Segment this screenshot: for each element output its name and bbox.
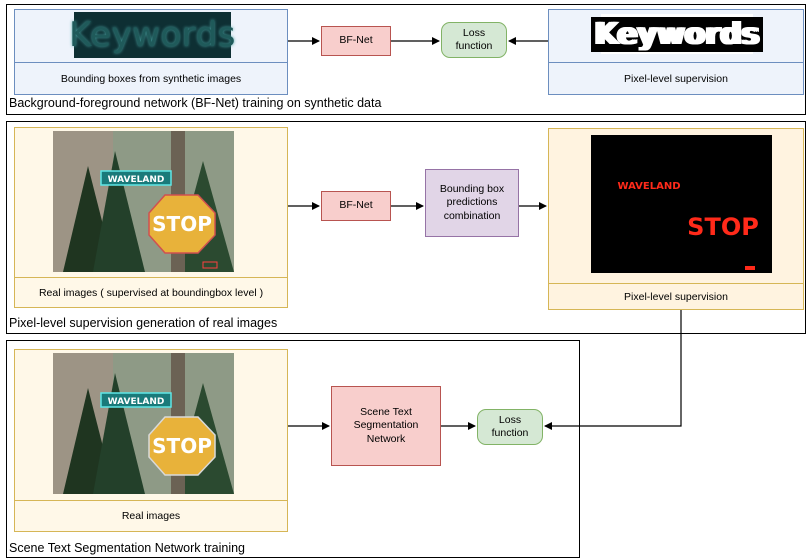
real-image-panel-bottom: WAVELAND STOP Real images [14, 349, 288, 532]
real-image-panel-middle: WAVELAND STOP Real images ( supervised a… [14, 127, 288, 308]
segmentation-network-node: Scene Text Segmentation Network [331, 386, 441, 466]
mask-top-text: WAVELAND [618, 181, 681, 192]
pixel-mask-image: WAVELAND STOP [591, 135, 772, 273]
street-photo-middle: WAVELAND STOP [53, 131, 234, 272]
section-title-segmentation-training: Scene Text Segmentation Network training [9, 541, 246, 555]
street-sign-text: WAVELAND [108, 397, 165, 407]
bbox-combination-node: Bounding box predictions combination [425, 169, 519, 237]
synthetic-image-panel: Keywords Bounding boxes from synthetic i… [14, 9, 288, 95]
mask-small-mark [745, 266, 755, 270]
street-sign [100, 170, 172, 186]
real-image-caption-middle: Real images ( supervised at boundingbox … [15, 277, 287, 307]
stop-sign-text: STOP [152, 212, 212, 236]
street-photo-bottom: WAVELAND STOP [53, 353, 234, 494]
binary-keywords-text: Keywords [591, 16, 763, 52]
stop-sign [148, 194, 216, 254]
loss-node-bottom: Loss function [477, 409, 543, 445]
synthetic-keywords-image: Keywords [69, 12, 235, 58]
synthetic-keywords-text: Keywords [69, 15, 236, 55]
real-image-caption-bottom: Real images [15, 500, 287, 531]
street-sign-text: WAVELAND [108, 175, 165, 185]
section-title-supervision-generation: Pixel-level supervision generation of re… [9, 316, 278, 330]
bfnet-node-middle: BF-Net [321, 191, 391, 221]
loss-node-top: Loss function [441, 22, 507, 58]
synthetic-caption: Bounding boxes from synthetic images [15, 62, 287, 94]
small-label-box [202, 261, 218, 269]
pixel-supervision-caption-middle: Pixel-level supervision [549, 283, 803, 309]
section-segmentation-training [6, 340, 580, 558]
pixel-supervision-panel-middle: WAVELAND STOP Pixel-level supervision [548, 128, 804, 310]
binary-keywords-image: Keywords [591, 14, 763, 54]
bfnet-node-top: BF-Net [321, 26, 391, 56]
section-title-bfnet-training: Background-foreground network (BF-Net) t… [9, 96, 382, 110]
tree-mid [93, 151, 145, 272]
stop-sign [148, 416, 216, 476]
pixel-supervision-caption-top: Pixel-level supervision [549, 62, 803, 94]
stop-sign-text: STOP [152, 434, 212, 458]
street-sign [100, 392, 172, 408]
mask-stop-text: STOP [687, 213, 759, 241]
pixel-supervision-panel-top: Keywords Pixel-level supervision [548, 9, 804, 95]
mask-bg [591, 135, 772, 273]
tree-mid [93, 373, 145, 494]
